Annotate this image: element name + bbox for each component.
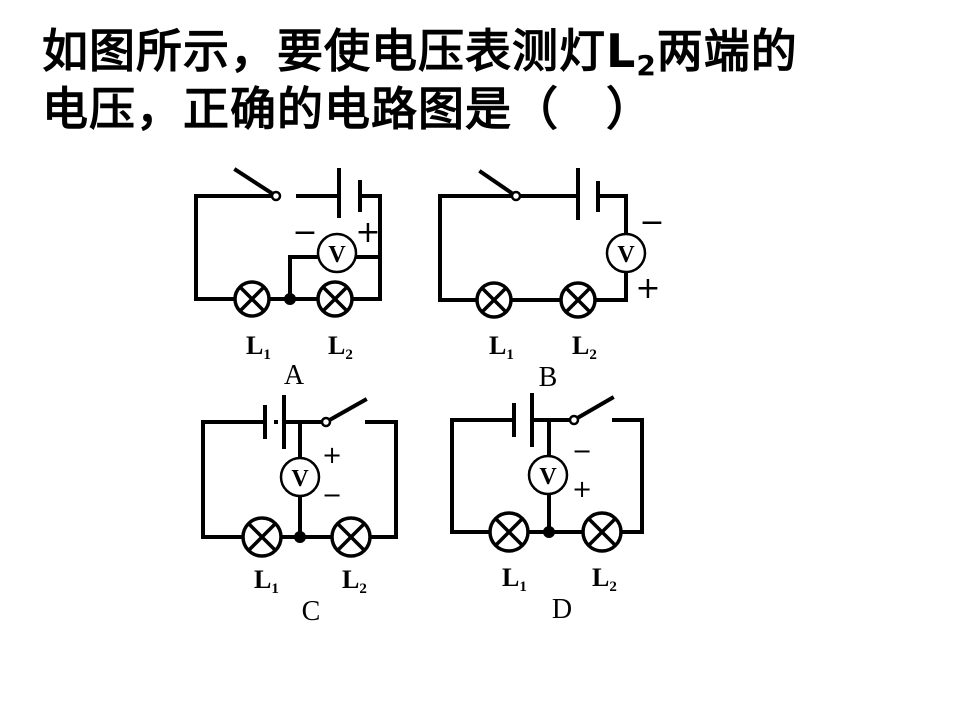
voltmeter-b [605,232,647,274]
voltmeter-minus-d: − [572,437,592,465]
voltmeter-symbol-b: V [617,242,635,268]
voltmeter-symbol-d: V [539,464,557,490]
switch-pivot-a [270,190,282,202]
lamp-l2-label-c: L2 [342,565,367,597]
circuit-diagram-a: V − + L1 L2 A [194,167,382,391]
question-text: 如图所示，要使电压表测灯L2两端的电压，正确的电路图是（ ） [42,22,942,138]
diagram-caption-b: B [539,362,558,393]
voltmeter-minus-a: − [292,215,317,250]
switch-pivot-c [320,416,332,428]
lamp-l2-c [330,516,372,558]
voltmeter-d [527,454,569,496]
switch-blade-c [323,397,368,425]
wire-b [438,181,628,302]
circuit-diagram-d: V − + L1 L2 D [450,393,644,625]
voltmeter-symbol-c: V [291,466,309,492]
junction-dot-a [284,293,296,305]
wire-d [450,418,644,534]
diagram-caption-c: C [302,596,321,627]
circuit-diagram-c: V + − L1 L2 C [201,395,398,627]
lamp-l1-a [233,280,271,318]
voltmeter-symbol-a: V [328,242,346,268]
lamp-l1-label-d: L1 [502,563,527,595]
lamp-l1-label-c: L1 [254,565,279,597]
voltmeter-plus-b: + [635,271,660,306]
lamp-l2-label-d: L2 [592,563,617,595]
junction-dot-d [543,526,555,538]
voltmeter-plus-a: + [355,215,380,250]
lamp-l2-a [316,280,354,318]
switch-pivot-d [568,414,580,426]
switch-pivot-b [510,190,522,202]
voltmeter-a [316,232,358,274]
lamp-l2-label-b: L2 [572,331,597,363]
switch-blade-d [571,395,615,423]
question-subscript: 2 [636,49,657,82]
lamp-l1-label-a: L1 [246,331,271,363]
lamp-l1-c [241,516,283,558]
voltmeter-plus-d: + [572,475,592,503]
question-line1: 如图所示，要使电压表测灯L [42,24,637,78]
diagram-caption-d: D [552,594,572,625]
circuit-diagram-b: V − + L1 L2 B [438,168,665,393]
lamp-l2-b [559,281,597,319]
voltmeter-minus-b: − [639,205,664,240]
voltmeter-minus-c: − [322,481,342,509]
voltmeter-plus-c: + [322,441,342,469]
question-line2: 电压，正确的电路图是（ ） [42,82,653,136]
lamp-l2-d [581,511,623,553]
lamp-l1-d [488,511,530,553]
voltmeter-c [279,456,321,498]
lamp-l2-label-a: L2 [328,331,353,363]
wire-c [201,420,398,539]
junction-dot-c [294,531,306,543]
switch-blade-a [233,167,279,199]
diagram-caption-a: A [284,360,305,391]
lamp-l1-b [475,281,513,319]
question-line1-end: 两端的 [656,24,798,78]
switch-blade-b [478,169,519,199]
lamp-l1-label-b: L1 [489,331,514,363]
